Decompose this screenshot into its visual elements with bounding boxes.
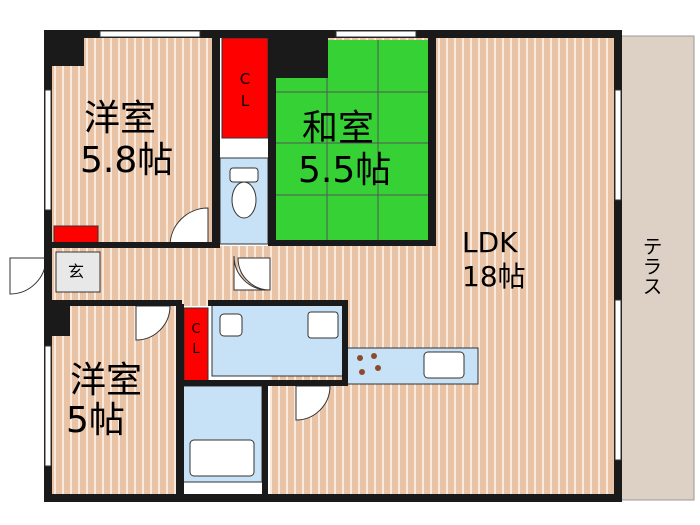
bathtub (189, 439, 255, 477)
terrace-area (619, 35, 695, 501)
entrance-floor (55, 251, 101, 293)
walls (44, 30, 622, 502)
windows (44, 30, 622, 467)
ldk-name: LDK (462, 226, 518, 259)
western-room-2-floor (46, 306, 180, 498)
kitchen-sink (423, 351, 465, 379)
closet-2-label: C L (185, 320, 207, 360)
closet-1-letter-c: C (239, 70, 251, 88)
japanese-room-size: 5.5帖 (298, 150, 392, 191)
western-room-1-name: 洋室 (84, 98, 157, 139)
closet-1-letter-l: L (240, 92, 250, 110)
western-room-1-size: 5.8帖 (80, 140, 174, 181)
closet-2 (183, 307, 209, 383)
closet-1-label: C L (234, 68, 256, 112)
closet-2-letter-l: L (192, 342, 200, 357)
ldk-size: 18帖 (462, 260, 526, 293)
toilet-bowl (231, 181, 257, 219)
terrace-label: テラス (639, 236, 663, 296)
toilet-tank (229, 167, 259, 183)
washing-machine (307, 311, 339, 339)
tatami-lines (276, 40, 428, 244)
western-room-2-size: 5帖 (66, 400, 125, 441)
entrance-label: 玄 (68, 262, 85, 281)
western-room-1-floor (46, 36, 218, 246)
washbasin (219, 313, 243, 337)
closet-1 (221, 37, 269, 139)
japanese-room-name: 和室 (302, 108, 375, 149)
stove-burners (357, 353, 381, 375)
closet-2-letter-c: C (191, 322, 201, 337)
western-room-2-name: 洋室 (70, 360, 143, 401)
door-swings (9, 207, 331, 421)
